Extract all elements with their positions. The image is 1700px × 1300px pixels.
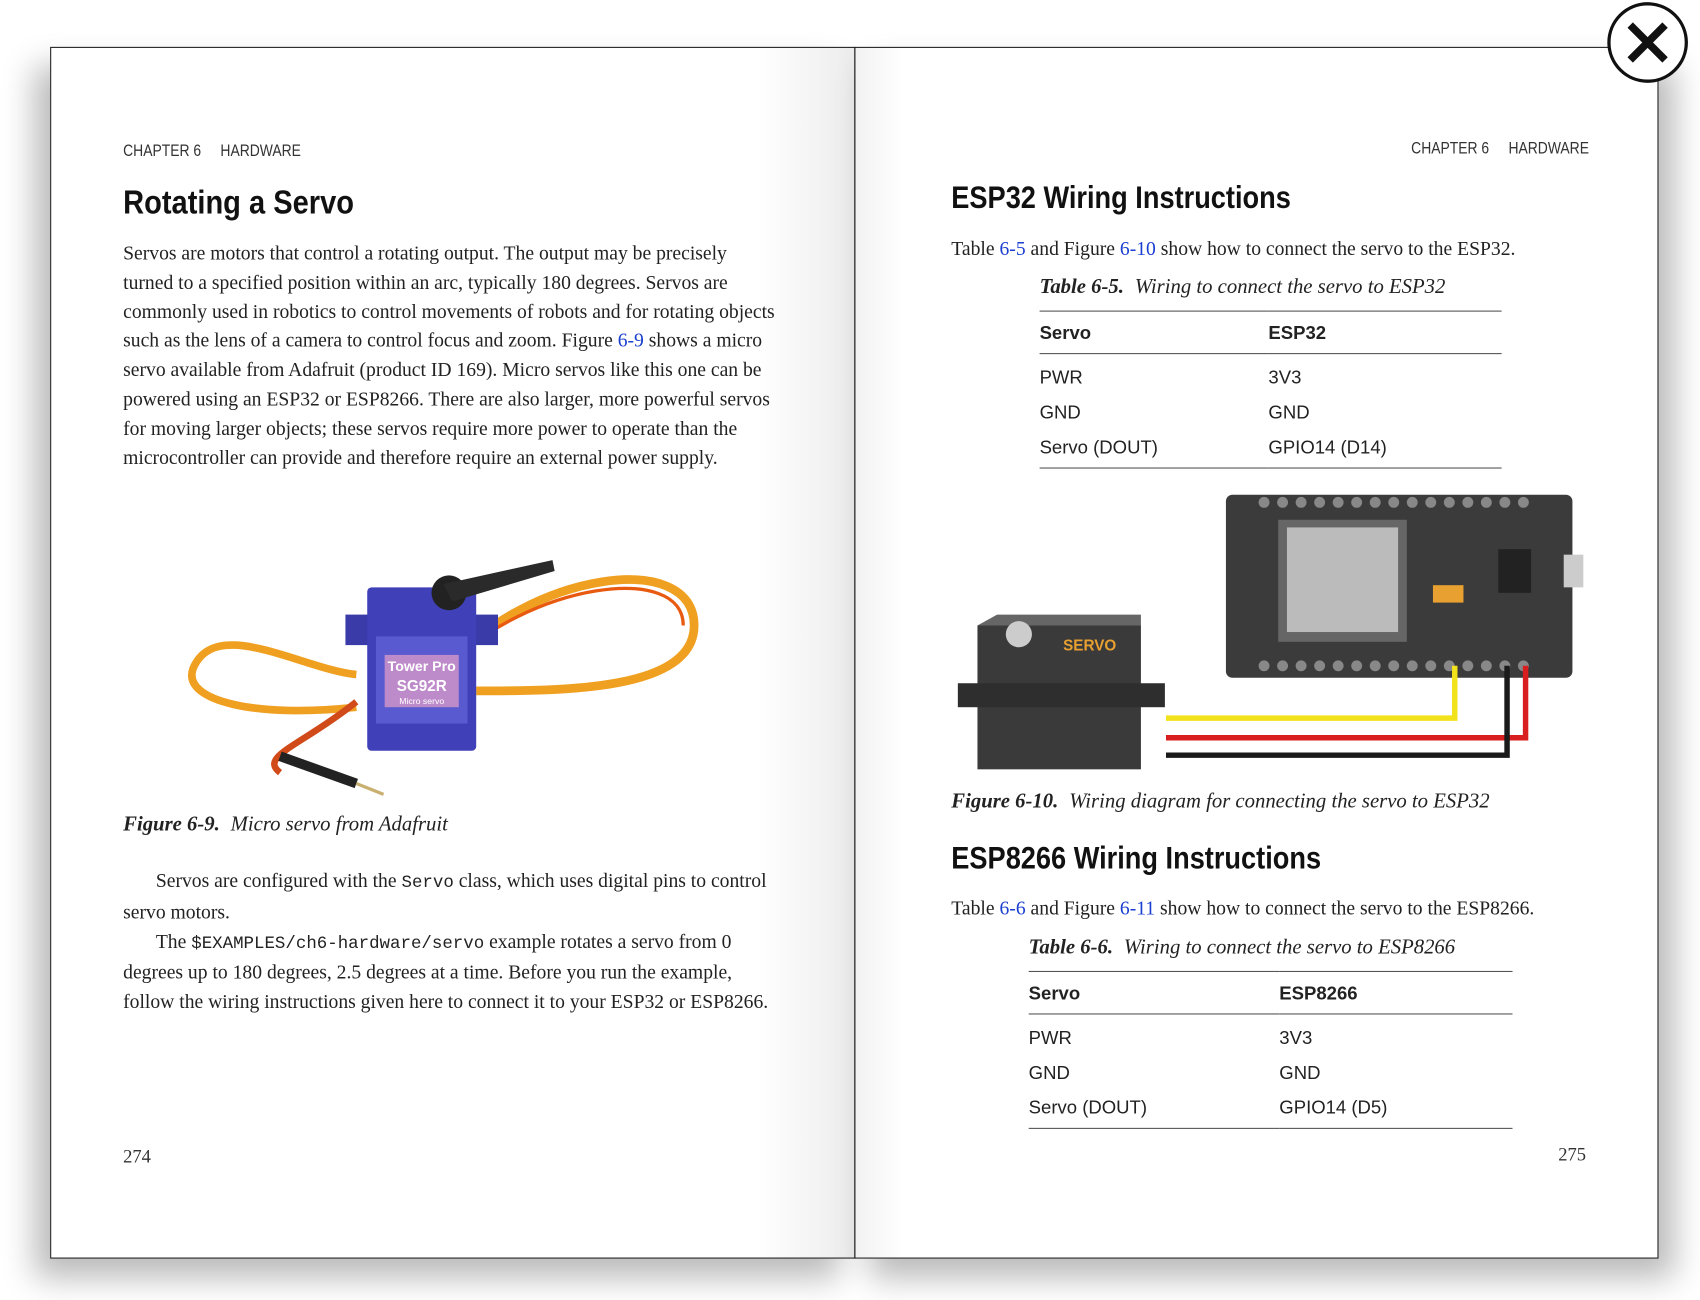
text: Table: [951, 896, 1000, 919]
cell: GND: [1268, 402, 1310, 423]
cell: GND: [1028, 1062, 1070, 1084]
section-title-esp32: ESP32 Wiring Instructions: [951, 180, 1291, 216]
cell: PWR: [1028, 1027, 1072, 1049]
text: show how to connect the servo to the ESP…: [1155, 237, 1516, 260]
figure-link-6-9[interactable]: 6-9: [617, 329, 644, 352]
servo-label: SERVO: [1063, 638, 1116, 655]
page-number: 275: [1558, 1144, 1587, 1165]
table-label: Table 6-5.: [1039, 275, 1124, 299]
paragraph-text: The: [155, 930, 192, 952]
table-row: GND GND: [1029, 1056, 1513, 1091]
esp32-intro: Table 6-5 and Figure 6-10 show how to co…: [951, 234, 1515, 263]
pin-header-top: [1258, 496, 1529, 508]
text: and Figure: [1025, 896, 1120, 919]
esp8266-intro: Table 6-6 and Figure 6-11 show how to co…: [951, 894, 1534, 923]
figure-label: Figure 6-10.: [951, 790, 1059, 813]
column-header: Servo: [1039, 310, 1269, 355]
paragraph-text: Servos are motors that control a rotatin…: [123, 241, 775, 352]
cell: GND: [1039, 402, 1081, 423]
table-row: Servo (DOUT)GPIO14 (D5): [1028, 1090, 1513, 1129]
table-caption-text: Wiring to connect the servo to ESP32: [1134, 275, 1446, 299]
table-link-6-5[interactable]: 6-5: [999, 237, 1026, 260]
figure-caption: Figure 6-10. Wiring diagram for connectin…: [951, 790, 1489, 814]
micro-servo-photo: Tower Pro SG92R Micro servo: [188, 560, 699, 796]
running-head-section: HARDWARE: [220, 141, 301, 161]
esp32-wiring-diagram: SERVO: [957, 494, 1584, 770]
cell: 3V3: [1268, 367, 1302, 388]
figure-label: Figure 6-9.: [123, 812, 220, 836]
running-head: CHAPTER 6 HARDWARE: [1411, 139, 1589, 158]
servo-brand-label: Tower Pro: [388, 659, 457, 675]
column-header: ESP32: [1268, 310, 1502, 355]
servo-model-label: SG92R: [397, 678, 447, 695]
cell: GND: [1279, 1062, 1321, 1084]
running-head-chapter: CHAPTER 6: [123, 141, 202, 161]
running-head-chapter: CHAPTER 6: [1411, 139, 1490, 159]
cell: Servo (DOUT): [1028, 1090, 1280, 1129]
intro-paragraph: Servos are motors that control a rotatin…: [123, 239, 777, 473]
servo-sub-label: Micro servo: [399, 696, 444, 706]
table-row: PWR 3V3: [1029, 1014, 1513, 1056]
table-caption: Table 6-6. Wiring to connect the servo to…: [1029, 936, 1455, 960]
cell: PWR: [1039, 367, 1083, 388]
table-row: Servo (DOUT)GPIO14 (D14): [1039, 430, 1502, 469]
figure-caption-text: Micro servo from Adafruit: [230, 812, 448, 836]
column-header: ESP8266: [1279, 970, 1513, 1015]
page-title: Rotating a Servo: [123, 183, 354, 222]
cell: 3V3: [1279, 1027, 1313, 1049]
code-inline: $EXAMPLES/ch6-hardware/servo: [191, 933, 485, 954]
body-text: Servos are configured with the Servo cla…: [123, 866, 777, 1016]
table-caption: Table 6-5. Wiring to connect the servo to…: [1040, 276, 1446, 300]
table-link-6-6[interactable]: 6-6: [999, 896, 1026, 919]
close-button[interactable]: [1607, 2, 1688, 83]
running-head: CHAPTER 6 HARDWARE: [123, 142, 301, 161]
cell: GPIO14 (D5): [1279, 1090, 1513, 1129]
code-inline: Servo: [401, 872, 454, 893]
close-icon: [1627, 22, 1668, 63]
text: Table: [951, 237, 1000, 260]
table-row: GND GND: [1040, 396, 1502, 431]
figure-link-6-10[interactable]: 6-10: [1119, 237, 1156, 260]
figure-caption-text: Wiring diagram for connecting the servo …: [1069, 790, 1490, 813]
cell: Servo (DOUT): [1039, 430, 1269, 469]
pin-header-bottom: [1258, 660, 1529, 672]
figure-caption: Figure 6-9. Micro servo from Adafruit: [123, 813, 448, 837]
table-row: PWR 3V3: [1040, 354, 1502, 396]
paragraph-text: shows a micro servo available from Adafr…: [123, 329, 770, 469]
running-head-section: HARDWARE: [1508, 139, 1589, 159]
text: show how to connect the servo to the ESP…: [1155, 896, 1535, 919]
table-label: Table 6-6.: [1028, 936, 1114, 959]
cell: GPIO14 (D14): [1268, 430, 1502, 469]
left-page: CHAPTER 6 HARDWARE Rotating a Servo Serv…: [50, 46, 856, 1259]
column-header: Servo: [1028, 970, 1280, 1015]
right-page: CHAPTER 6 HARDWARE ESP32 Wiring Instruct…: [854, 46, 1659, 1259]
page-number: 274: [123, 1146, 151, 1168]
paragraph-text: class, which uses digital pins to contro…: [123, 869, 767, 923]
section-title-esp8266: ESP8266 Wiring Instructions: [951, 841, 1322, 877]
figure-link-6-11[interactable]: 6-11: [1119, 896, 1156, 919]
table-caption-text: Wiring to connect the servo to ESP8266: [1123, 936, 1456, 959]
text: and Figure: [1025, 237, 1120, 260]
paragraph-text: Servos are configured with the: [155, 869, 402, 892]
paragraph-text: example rotates a servo from 0 degrees u…: [123, 930, 769, 1013]
